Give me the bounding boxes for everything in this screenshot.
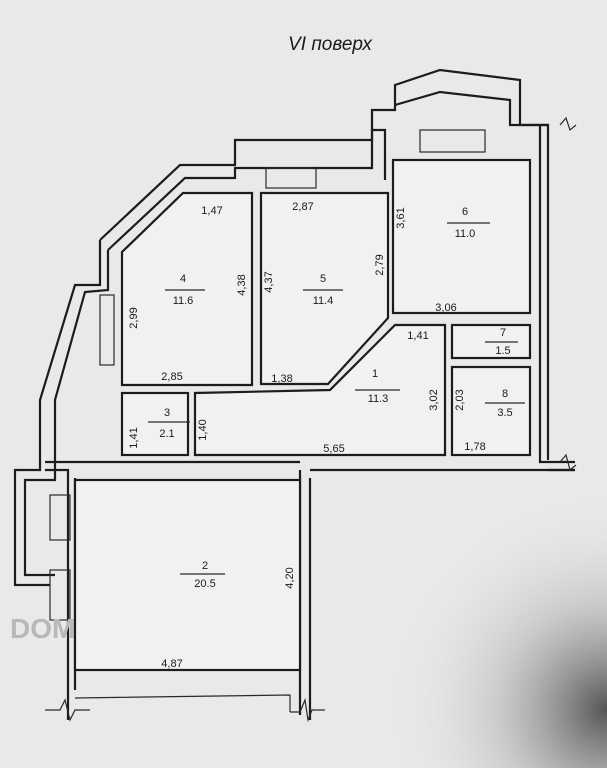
room-7-area: 1.5: [495, 345, 510, 357]
room-5-area: 11.4: [313, 295, 334, 307]
room-1-area: 11.3: [368, 393, 389, 405]
dimension-labels: 1,47 2,99 4,38 2,85 2,87 4,37 2,79 1,38 …: [128, 201, 486, 670]
dim-label: 3,61: [395, 207, 407, 228]
dim-label: 4,38: [236, 274, 248, 295]
watermark: DOM: [10, 613, 75, 644]
room-2-number: 2: [202, 560, 208, 572]
room-6-number: 6: [462, 206, 468, 218]
room-4-number: 4: [180, 273, 186, 285]
dim-label: 1,78: [464, 441, 485, 453]
room-3-number: 3: [164, 407, 170, 419]
room-8-number: 8: [502, 388, 508, 400]
room-7-number: 7: [500, 327, 506, 339]
room-6: [391, 158, 532, 315]
dim-label: 2,85: [161, 371, 182, 383]
dim-label: 1,41: [407, 330, 428, 342]
photo-shadow: [312, 476, 607, 768]
dim-label: 2,87: [292, 201, 313, 213]
dim-label: 5,65: [323, 443, 344, 455]
dim-label: 4,37: [263, 271, 275, 292]
dim-label: 3,06: [435, 302, 456, 314]
dim-label: 2,99: [128, 307, 140, 328]
room-4: [120, 191, 254, 387]
room-6-area: 11.0: [455, 228, 476, 240]
dim-label: 2,79: [374, 254, 386, 275]
room-1: [193, 323, 447, 457]
room-8: [450, 365, 532, 457]
dim-label: 1,38: [271, 373, 292, 385]
dim-label: 2,03: [454, 389, 466, 410]
room-4-area: 11.6: [173, 295, 194, 307]
room-labels: 4 11.6 5 11.4 6 11.0 1 11.3 3 2.1 7 1.5 …: [148, 206, 525, 590]
dim-label: 1,41: [128, 427, 140, 448]
room-5: [259, 191, 390, 386]
room-1-number: 1: [372, 368, 378, 380]
dim-label: 4,20: [284, 567, 296, 588]
dim-label: 3,02: [428, 389, 440, 410]
room-8-area: 3.5: [497, 407, 512, 419]
floor-title: VI поверх: [288, 34, 373, 55]
room-3-area: 2.1: [159, 428, 174, 440]
room-5-number: 5: [320, 273, 326, 285]
room-3: [120, 391, 190, 457]
dim-label: 1,47: [201, 205, 222, 217]
room-2: [73, 478, 302, 672]
dim-label: 1,40: [197, 419, 209, 440]
room-2-area: 20.5: [194, 578, 215, 590]
dim-label: 4,87: [161, 658, 182, 670]
